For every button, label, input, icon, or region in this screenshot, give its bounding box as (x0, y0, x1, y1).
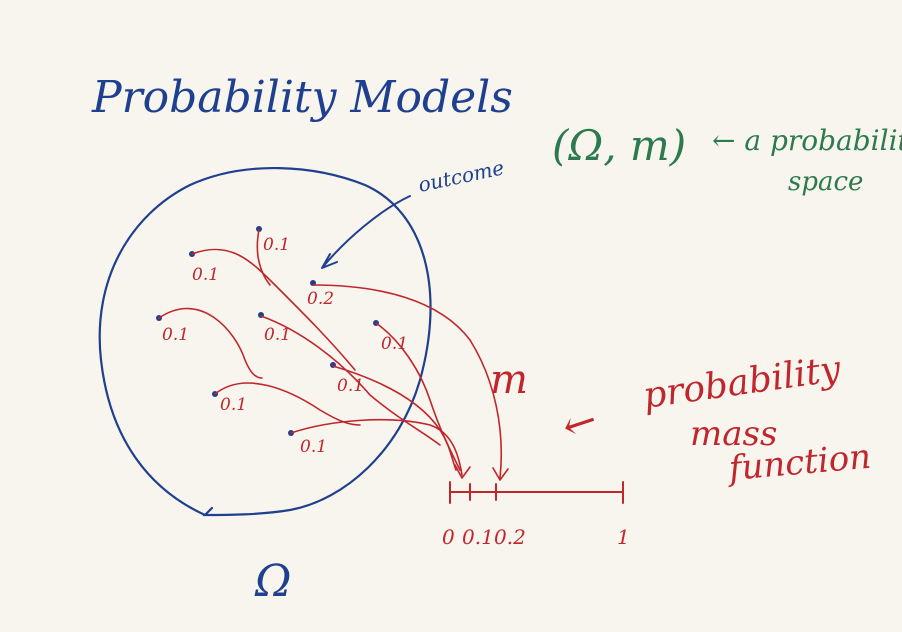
axis-label-0: 0 (442, 525, 455, 549)
axis-label-0-1: 0.1 (462, 525, 494, 549)
outcome-value: 0.1 (263, 235, 290, 255)
space-annotation-line2: space (788, 167, 863, 197)
mapping-curve (260, 315, 441, 446)
outcome-value: 0.1 (264, 325, 291, 345)
mapping-curve (312, 284, 503, 479)
outcome-value: 0.1 (162, 325, 189, 345)
outcome-dot (256, 226, 262, 232)
outcome-arrow (321, 195, 411, 269)
outcome-value: 0.2 (307, 289, 334, 309)
sample-space-boundary (98, 167, 432, 517)
mapping-curve (191, 248, 356, 371)
pmf-line1: probability (641, 349, 844, 417)
mapping-curve (158, 307, 263, 379)
mapping-curve (290, 418, 463, 476)
mapping-label-m: m (490, 357, 528, 403)
axis-label-1: 1 (617, 525, 630, 549)
mapping-curves (158, 229, 509, 481)
space-notation: (Ω, m) (552, 121, 686, 170)
space-annotation-line1: ← a probability (712, 124, 902, 157)
mapping-curve (256, 229, 271, 286)
outcome-value: 0.1 (192, 265, 219, 285)
outcome-label: outcome (416, 155, 506, 197)
pmf-line2: mass (690, 414, 777, 454)
mapping-curve (332, 365, 457, 471)
outcome-value: 0.1 (300, 437, 327, 457)
omega-label: Ω (254, 556, 291, 607)
pmf-arrow: ← (557, 397, 603, 451)
outcome-points: 0.1 0.1 0.2 0.1 0.1 0.1 0.1 0.1 0.1 (156, 226, 408, 457)
outcome-value: 0.1 (220, 395, 247, 415)
number-line (449, 481, 624, 504)
outcome-value: 0.1 (381, 334, 408, 354)
mapping-curve (214, 382, 361, 426)
arrowhead-0-2 (492, 467, 509, 481)
axis-label-0-2: 0.2 (494, 525, 526, 549)
outcome-value: 0.1 (337, 376, 364, 396)
diagram-title: Probability Models (91, 72, 513, 123)
arrowhead-0-1 (454, 464, 471, 479)
